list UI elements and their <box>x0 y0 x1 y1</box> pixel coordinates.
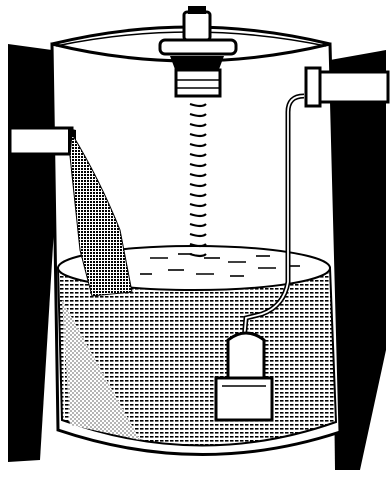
submersible-pump <box>214 331 274 422</box>
inlet-stream <box>69 132 133 297</box>
ultrasonic-level-transmitter <box>158 6 238 98</box>
sound-wave <box>189 102 207 258</box>
outlet-pipe <box>241 66 390 341</box>
inlet-pipe <box>8 126 76 156</box>
right-wall <box>330 50 386 470</box>
